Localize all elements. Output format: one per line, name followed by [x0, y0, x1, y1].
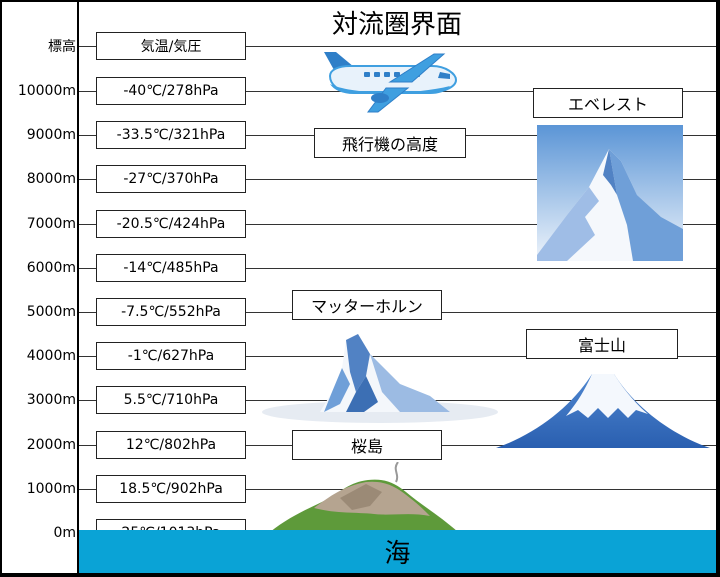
- diagram-title: 対流圏界面: [331, 10, 462, 40]
- condition-box: -1℃/627hPa: [96, 342, 246, 370]
- condition-box: -20.5℃/424hPa: [96, 210, 246, 238]
- altitude-tick-label: 4000m: [26, 348, 76, 364]
- altitude-tick-label: 7000m: [26, 216, 76, 232]
- altitude-tick-label: 0m: [53, 525, 76, 541]
- condition-box: 12℃/802hPa: [96, 431, 246, 459]
- altitude-tick-label: 1000m: [26, 481, 76, 497]
- altitude-tick-label: 5000m: [26, 304, 76, 320]
- axis-header: 標高: [48, 39, 76, 55]
- gridline: [79, 224, 716, 225]
- sakurajima-label: 桜島: [292, 430, 442, 460]
- altitude-tick-label: 10000m: [17, 83, 76, 99]
- condition-box: -7.5℃/552hPa: [96, 298, 246, 326]
- header-box: 気温/気圧: [96, 32, 246, 60]
- matterhorn-illustration: [262, 334, 498, 423]
- sakurajima-illustration: [270, 462, 458, 532]
- fuji-label: 富士山: [526, 329, 678, 359]
- altitude-axis-line: [77, 2, 79, 573]
- condition-box: 5.5℃/710hPa: [96, 386, 246, 414]
- condition-box: 18.5℃/902hPa: [96, 475, 246, 503]
- sea-band: 海: [79, 530, 716, 573]
- fuji-illustration: [496, 374, 710, 448]
- altitude-tick-label: 8000m: [26, 171, 76, 187]
- airplane-altitude-label: 飛行機の高度: [314, 128, 466, 158]
- condition-box: -40℃/278hPa: [96, 77, 246, 105]
- condition-box: -14℃/485hPa: [96, 254, 246, 282]
- altitude-tick-label: 9000m: [26, 127, 76, 143]
- gridline: [79, 179, 716, 180]
- everest-label: エベレスト: [533, 88, 683, 118]
- sea-label: 海: [384, 539, 411, 569]
- gridline: [79, 268, 716, 269]
- airplane-icon: [324, 52, 458, 113]
- altitude-tick-label: 3000m: [26, 392, 76, 408]
- gridline: [79, 356, 716, 357]
- matterhorn-label: マッターホルン: [292, 290, 442, 320]
- gridline-header: [79, 46, 716, 47]
- altitude-tick-label: 6000m: [26, 260, 76, 276]
- everest-illustration: [537, 125, 683, 261]
- condition-box: -33.5℃/321hPa: [96, 121, 246, 149]
- condition-box: -27℃/370hPa: [96, 165, 246, 193]
- altitude-tick-label: 2000m: [26, 437, 76, 453]
